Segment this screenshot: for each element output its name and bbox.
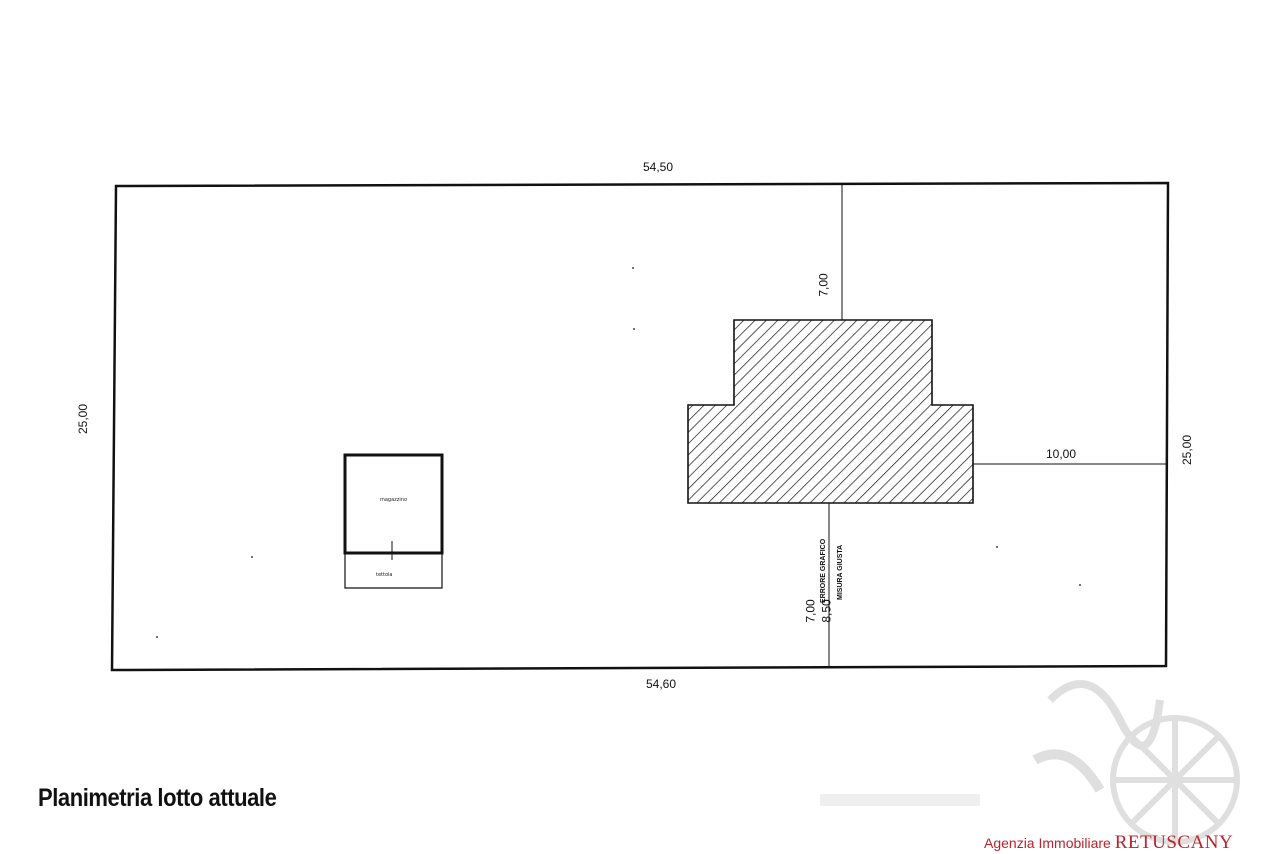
dimension-setback-right: 10,00 [1046,447,1077,461]
main-building [687,319,974,504]
speckle [996,546,998,548]
speckle [632,267,634,269]
speckle [251,556,253,558]
note-correct-measure: MISURA GIUSTA [837,544,844,600]
dimension-bottom: 54,60 [646,677,677,691]
agency-logo-watermark [820,680,1240,845]
dimension-left: 25,00 [76,403,91,435]
shed [343,453,444,555]
dimension-setback-bottom-error: 7,00 [803,599,818,623]
speckle [1079,584,1081,586]
speckle [633,328,635,330]
plan-caption: Planimetria lotto attuale [38,784,277,812]
shed-label: magazzino [380,497,408,503]
dimension-top: 54,50 [643,160,674,174]
speckle [156,636,158,638]
dimension-setback-top: 7,00 [816,273,831,297]
shed-porch-label: tettoia [376,572,393,578]
note-graphic-error: ERRORE GRAFICO [820,538,827,603]
lot-boundary [110,181,1170,672]
agency-prefix: Agenzia Immobiliare [984,835,1111,851]
shed-porch [344,553,443,589]
agency-watermark: Agenzia Immobiliare RETUSCANY [984,832,1233,854]
agency-brand: RETUSCANY [1114,832,1234,853]
dimension-right: 25,00 [1180,434,1195,466]
